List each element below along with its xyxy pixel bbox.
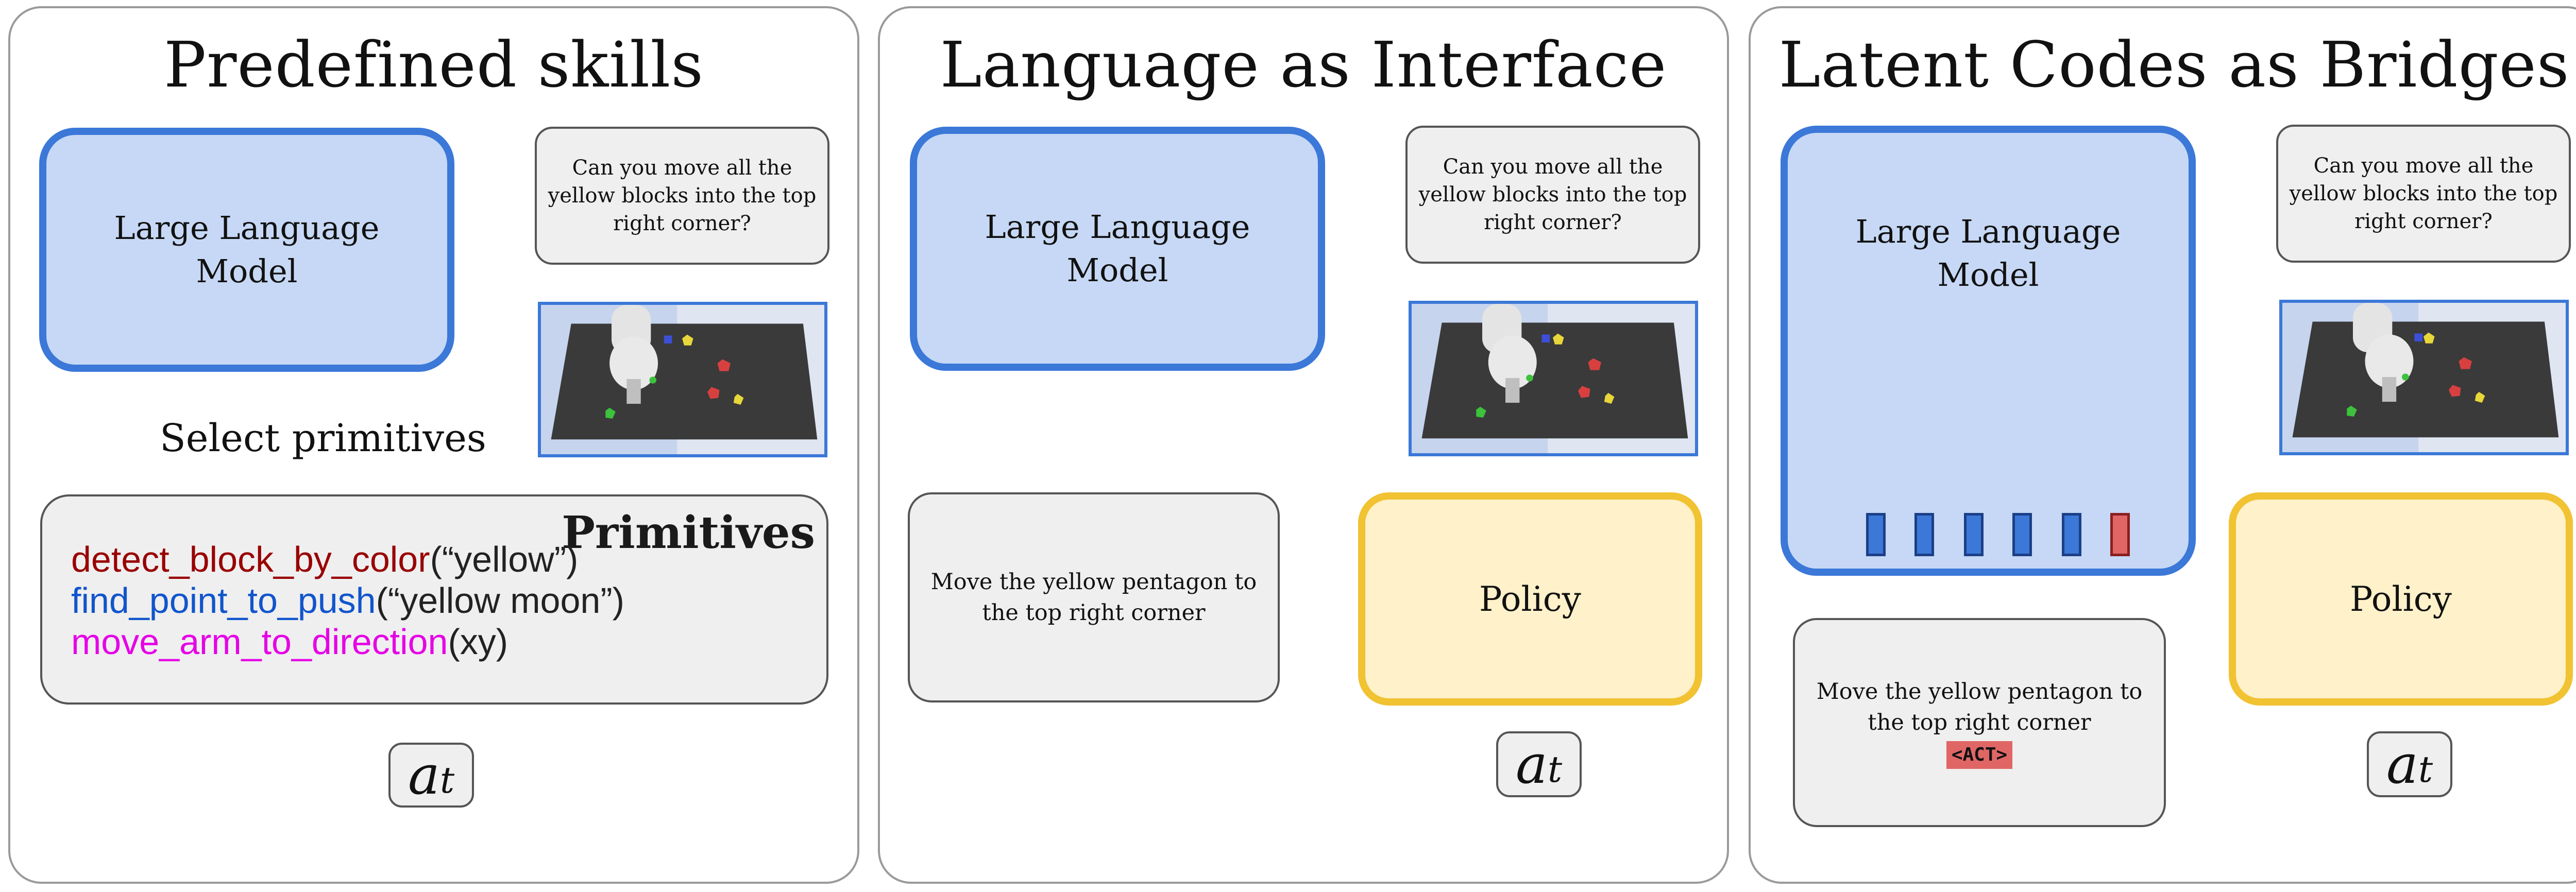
primitives-box: Primitives detect_block_by_color(“yellow… <box>40 494 828 705</box>
action-subscript: t <box>2418 748 2433 791</box>
instruction-text: Move the yellow pentagon to the top righ… <box>1816 678 2143 735</box>
primitive-argument: (“yellow moon”) <box>376 580 624 621</box>
llm-box: Large Language Model <box>910 127 1325 371</box>
query-box: Can you move all the yellow blocks into … <box>535 127 829 265</box>
query-text: Can you move all the yellow blocks into … <box>1418 155 1687 234</box>
query-box: Can you move all the yellow blocks into … <box>1405 126 1700 264</box>
policy-label: Policy <box>2350 579 2452 619</box>
scene-image <box>2279 300 2569 455</box>
query-text: Can you move all the yellow blocks into … <box>548 156 817 235</box>
action-symbol: a <box>2386 733 2418 796</box>
robot-scene-icon <box>541 305 824 454</box>
policy-box: Policy <box>2229 492 2573 706</box>
robot-scene-icon <box>2282 303 2566 452</box>
policy-label: Policy <box>1479 579 1581 619</box>
llm-label: Large Language Model <box>985 208 1250 289</box>
select-primitives-label: Select primitives <box>160 416 486 460</box>
latent-token <box>2012 513 2032 556</box>
latent-token <box>2062 513 2081 556</box>
action-subscript: t <box>439 759 455 801</box>
panel-title: Latent Codes as Bridges <box>1778 28 2570 101</box>
llm-label: Large Language Model <box>1855 213 2121 294</box>
llm-label: Large Language Model <box>114 209 380 290</box>
primitive-line: move_arm_to_direction(xy) <box>71 621 508 662</box>
primitive-function: detect_block_by_color <box>71 539 430 579</box>
llm-box: Large Language Model <box>39 128 454 372</box>
act-token-label: <ACT> <box>1946 741 2013 769</box>
llm-box: Large Language Model <box>1781 126 2196 576</box>
action-subscript: t <box>1547 748 1563 791</box>
latent-token <box>1964 513 1984 556</box>
scene-image <box>538 302 827 457</box>
action-symbol: a <box>1515 733 1548 796</box>
action-symbol: a <box>408 744 440 807</box>
scene-image <box>1409 301 1698 456</box>
policy-box: Policy <box>1358 492 1702 706</box>
primitive-line: detect_block_by_color(“yellow”) <box>71 539 578 580</box>
primitive-function: find_point_to_push <box>71 580 376 621</box>
query-box: Can you move all the yellow blocks into … <box>2276 125 2571 263</box>
panel-title: Predefined skills <box>164 28 704 101</box>
instruction-box: Move the yellow pentagon to the top righ… <box>1793 618 2166 827</box>
primitive-function: move_arm_to_direction <box>71 622 448 662</box>
instruction-box: Move the yellow pentagon to the top righ… <box>908 492 1280 702</box>
instruction-text: Move the yellow pentagon to the top righ… <box>930 569 1257 626</box>
primitive-line: find_point_to_push(“yellow moon”) <box>71 580 624 621</box>
primitives-title: Primitives <box>562 507 815 559</box>
primitive-argument: (xy) <box>448 622 509 662</box>
act-token <box>2110 513 2130 556</box>
latent-token <box>1866 513 1886 556</box>
query-text: Can you move all the yellow blocks into … <box>2289 154 2558 233</box>
panel-title: Language as Interface <box>940 28 1667 101</box>
latent-token <box>1914 513 1934 556</box>
primitive-argument: (“yellow”) <box>430 539 579 579</box>
robot-scene-icon <box>1412 304 1695 453</box>
